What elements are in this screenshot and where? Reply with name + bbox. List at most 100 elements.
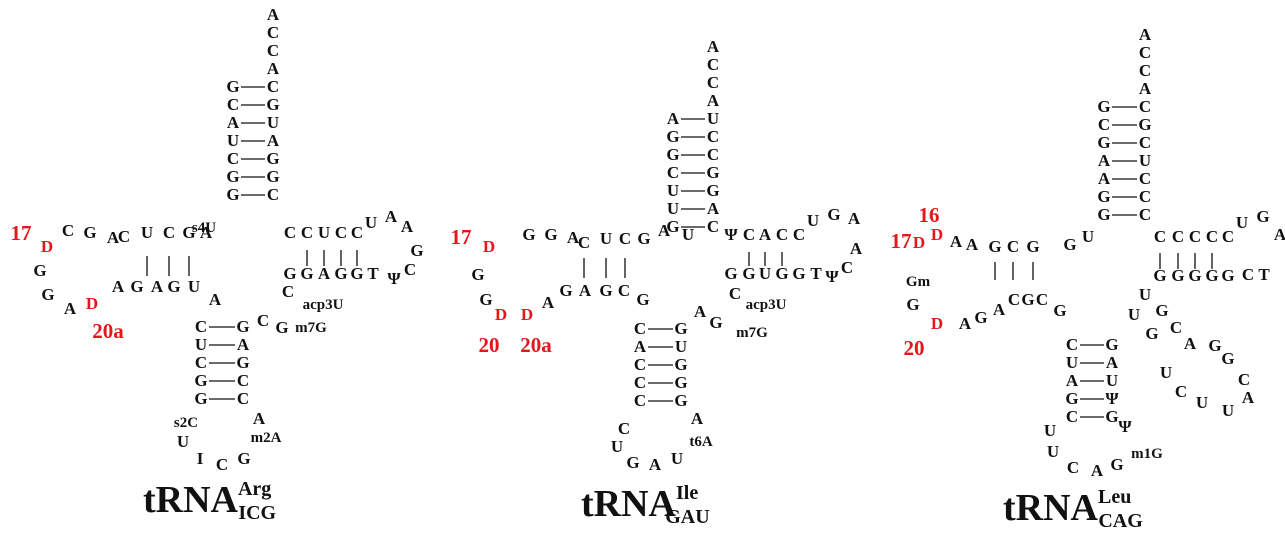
acceptor-stem-5p: G (1097, 97, 1110, 116)
position-label-16: 16 (919, 203, 940, 227)
t-arm-bottom: G (775, 264, 788, 283)
t-loop: U (807, 211, 819, 230)
anticodon-loop: G (626, 453, 639, 472)
t-arm-bottom: U (759, 264, 771, 283)
acceptor-stem-5p: A (227, 113, 240, 132)
acceptor-tail-nucleotide: C (267, 23, 279, 42)
acceptor-stem-5p: U (667, 181, 679, 200)
anticodon-stem-5p: C (634, 391, 646, 410)
d-arm-bottom: G (974, 308, 987, 327)
t-arm-top: C (1154, 227, 1166, 246)
acceptor-tail-nucleotide: A (707, 91, 720, 110)
variable-loop: C (257, 311, 269, 330)
t-arm-bottom: G (1205, 266, 1218, 285)
variable-arm-nucleotide: U (1160, 363, 1172, 382)
t-loop: G (827, 205, 840, 224)
anticodon-loop: U (671, 449, 683, 468)
t-loop: Ψ (825, 267, 839, 286)
d-loop: C (62, 221, 74, 240)
acceptor-stem-5p: G (226, 167, 239, 186)
anticodon-stem-5p: C (195, 353, 207, 372)
acceptor-stem-3p: A (267, 131, 280, 150)
t-arm-bottom: G (724, 264, 737, 283)
t-loop: A (1274, 225, 1285, 244)
acceptor-tail-nucleotide: A (267, 59, 280, 78)
dihydrouridine-d: D (931, 314, 943, 333)
d-arm-top: G (1063, 235, 1076, 254)
anticodon-loop: C (216, 455, 228, 474)
position-label-17: 17 (451, 225, 472, 249)
acceptor-stem-3p: U (1139, 151, 1151, 170)
variable-loop: C (282, 282, 294, 301)
d-arm-bottom: C (1008, 290, 1020, 309)
t-arm-bottom: G (1188, 266, 1201, 285)
t-arm-top: C (335, 223, 347, 242)
dihydrouridine-d: D (41, 237, 53, 256)
acceptor-stem-3p: A (707, 199, 720, 218)
variable-loop: G (709, 313, 722, 332)
variable-loop: A (694, 302, 707, 321)
anticodon-stem-3p: C (237, 371, 249, 390)
modification-acp3U: acp3U (303, 297, 344, 313)
d-arm-bottom: G (599, 281, 612, 300)
d-arm-top: G (988, 237, 1001, 256)
anticodon-loop: U (1047, 442, 1059, 461)
t-loop: T (367, 264, 379, 283)
d-arm-bottom: C (618, 281, 630, 300)
t-arm-top: C (1206, 227, 1218, 246)
t-arm-bottom: G (283, 264, 296, 283)
anticodon-loop: U (177, 432, 189, 451)
variable-arm-nucleotide: G (1208, 336, 1221, 355)
t-loop: T (810, 264, 822, 283)
t-arm-top: C (284, 223, 296, 242)
anticodon-stem-3p: U (675, 337, 687, 356)
t-loop: A (385, 207, 398, 226)
modification-s2C: s2C (174, 415, 198, 431)
d-arm-bottom: A (579, 281, 592, 300)
position-label-20: 20 (904, 336, 925, 360)
anticodon-stem-5p: G (1065, 389, 1078, 408)
d-loop: G (33, 261, 46, 280)
variable-arm-nucleotide: A (1184, 334, 1197, 353)
acceptor-stem-5p: A (1098, 151, 1111, 170)
t-loop: G (1256, 207, 1269, 226)
d-arm-bottom: G (130, 277, 143, 296)
anticodon-stem-3p: G (674, 391, 687, 410)
d-loop: G (522, 225, 535, 244)
acceptor-stem-3p: G (266, 95, 279, 114)
anticodon-loop: U (611, 437, 623, 456)
anticodon-stem-3p: G (1105, 407, 1118, 426)
anticodon-stem-5p: U (195, 335, 207, 354)
dihydrouridine-d: D (495, 305, 507, 324)
position-label-20: 20 (479, 333, 500, 357)
t-arm-top: C (351, 223, 363, 242)
anticodon-stem-3p: Ψ (1105, 389, 1119, 408)
d-arm-bottom: G (167, 277, 180, 296)
anticodon-stem-5p: C (1066, 335, 1078, 354)
position-label-17: 17 (11, 221, 32, 245)
t-arm-bottom: G (334, 264, 347, 283)
variable-arm-nucleotide: C (1175, 382, 1187, 401)
t-loop: C (1242, 265, 1254, 284)
acceptor-tail-nucleotide: A (267, 5, 280, 24)
d-arm-top: G (637, 229, 650, 248)
acceptor-stem-3p: C (707, 217, 719, 236)
variable-arm-nucleotide: U (1139, 285, 1151, 304)
d-arm-bottom: A (959, 314, 972, 333)
acceptor-stem-5p: G (226, 185, 239, 204)
d-arm-bottom: C (1036, 290, 1048, 309)
acceptor-tail-nucleotide: A (707, 37, 720, 56)
t-arm-top: C (301, 223, 313, 242)
t-loop: A (850, 239, 863, 258)
acceptor-tail-nucleotide: C (707, 55, 719, 74)
d-arm-top: A (200, 223, 213, 242)
anticodon-stem-3p: A (237, 335, 250, 354)
d-arm-bottom: A (112, 277, 125, 296)
acceptor-stem-3p: C (1139, 187, 1151, 206)
t-arm-top: C (776, 225, 788, 244)
anticodon-stem-5p: C (634, 355, 646, 374)
t-arm-top: C (793, 225, 805, 244)
acceptor-stem-5p: U (227, 131, 239, 150)
